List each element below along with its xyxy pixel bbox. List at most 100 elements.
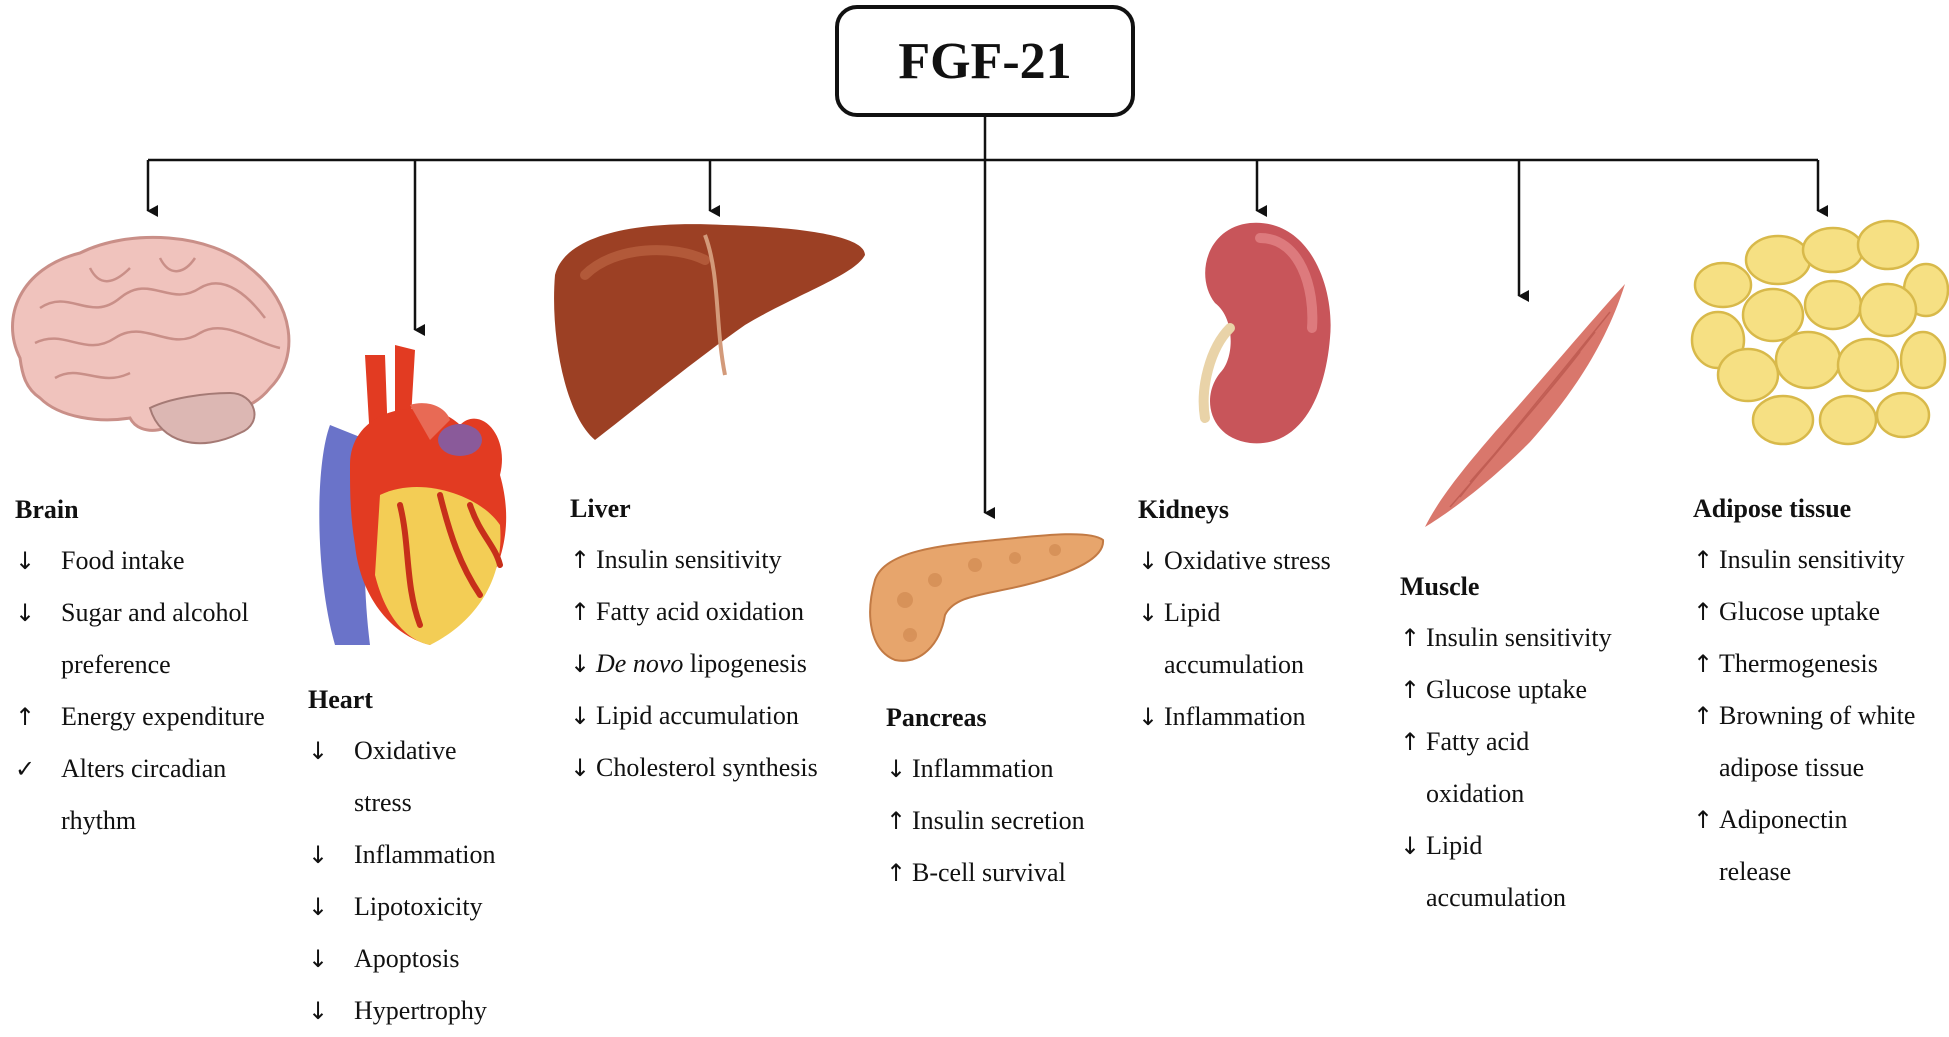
organ-liver: Liver ↑Insulin sensitivity ↑Fatty acid o…: [570, 494, 870, 794]
root-label: FGF-21: [898, 32, 1072, 90]
effect-text: Browning of white adipose tissue: [1719, 701, 1916, 782]
effect-symbol: ↑: [1400, 728, 1421, 756]
pancreas-illustration: [869, 533, 1105, 662]
effect-item: ↑Adiponectin release: [1693, 794, 1943, 898]
organ-title-muscle: Muscle: [1400, 572, 1480, 601]
effect-symbol: ↓: [308, 841, 329, 869]
effect-item: ↓Apoptosis: [308, 933, 538, 985]
organ-adipose: Adipose tissue ↑Insulin sensitivity ↑Glu…: [1693, 494, 1943, 898]
effect-symbol: ↓: [570, 650, 591, 678]
effect-symbol: ↑: [1693, 702, 1714, 730]
organ-title-brain: Brain: [15, 495, 79, 524]
organ-title-liver: Liver: [570, 494, 631, 523]
effect-item: ↑Glucose uptake: [1400, 664, 1640, 716]
effect-list-heart: ↓ Oxidative stress ↓ Inflammation ↓Lipotox…: [308, 725, 538, 1037]
effect-symbol: ↑: [570, 598, 591, 626]
effect-symbol: ↓: [308, 945, 329, 973]
effect-item: ↓Lipotoxicity: [308, 881, 538, 933]
effect-text: Hypertrophy: [354, 996, 487, 1025]
effect-symbol: ↓: [570, 702, 591, 730]
effect-text: Insulin sensitivity: [1426, 623, 1612, 652]
effect-text: Thermogenesis: [1719, 649, 1878, 678]
effect-list-muscle: ↑Insulin sensitivity ↑Glucose uptake ↑Fa…: [1400, 612, 1640, 924]
effect-text: Food intake: [61, 546, 185, 575]
effect-text: Inflammation: [912, 754, 1054, 783]
effect-text: Cholesterol synthesis: [596, 753, 818, 782]
effect-text: Energy expenditure: [61, 702, 265, 731]
effect-symbol: ↑: [570, 546, 591, 574]
organ-muscle: Muscle ↑Insulin sensitivity ↑Glucose upt…: [1400, 572, 1640, 924]
effect-text: Lipid accumulation: [1164, 598, 1305, 679]
effect-symbol: ↓: [886, 755, 907, 783]
liver-illustration: [554, 224, 865, 440]
effect-symbol: ↑: [1400, 676, 1421, 704]
effect-symbol: ✓: [15, 755, 36, 783]
effect-item: ↓Sugar and alcohol preference: [15, 587, 285, 691]
effect-item: ↑Glucose uptake: [1693, 586, 1943, 638]
muscle-illustration: [1425, 284, 1625, 527]
root-node-fgf21: FGF-21: [835, 5, 1135, 117]
effect-text: De novo lipogenesis: [596, 638, 807, 690]
effect-text-italic: De novo: [596, 649, 684, 678]
effect-symbol: ↑: [1400, 624, 1421, 652]
effect-item: ↓Lipid accumulation: [1400, 820, 1640, 924]
effect-text: Fatty acid oxidation: [596, 597, 804, 626]
organ-kidneys: Kidneys ↓Oxidative stress ↓Lipid accumul…: [1138, 495, 1343, 743]
effect-list-liver: ↑Insulin sensitivity ↑Fatty acid oxidati…: [570, 534, 870, 794]
effect-text: Insulin secretion: [912, 806, 1085, 835]
effect-text: Inflammation: [354, 840, 496, 869]
effect-text: Sugar and alcohol preference: [61, 598, 249, 679]
effect-item: ↑Fatty acid oxidation: [1400, 716, 1640, 820]
effect-symbol: ↑: [1693, 650, 1714, 678]
effect-text: Alters circadian rhythm: [61, 754, 227, 835]
effect-symbol: ↑: [1693, 806, 1714, 834]
effect-item: ↓De novo lipogenesis: [570, 638, 870, 690]
effect-item: ↓Cholesterol synthesis: [570, 742, 870, 794]
effect-item: ↓ Oxidative stress: [308, 725, 538, 829]
effect-symbol: ↓: [308, 997, 329, 1025]
effect-text: Glucose uptake: [1426, 675, 1588, 704]
effect-item: ↑Insulin sensitivity: [1693, 534, 1943, 586]
effect-item: ↓Inflammation: [886, 743, 1126, 795]
effect-symbol: ↓: [1138, 703, 1159, 731]
effect-symbol: ↑: [1693, 546, 1714, 574]
organ-pancreas: Pancreas ↓Inflammation ↑Insulin secretio…: [886, 703, 1126, 899]
organ-title-pancreas: Pancreas: [886, 703, 987, 732]
effect-text: Lipid accumulation: [596, 701, 799, 730]
effect-symbol: ↓: [1138, 547, 1159, 575]
organ-brain: Brain ↓Food intake ↓Sugar and alcohol pr…: [15, 495, 285, 847]
effect-symbol: ↓: [308, 893, 329, 921]
effect-item: ↓Lipid accumulation: [1138, 587, 1343, 691]
heart-illustration: [319, 345, 507, 645]
effect-item: ↑Insulin sensitivity: [1400, 612, 1640, 664]
effect-text: Oxidative stress: [354, 736, 457, 817]
brain-illustration: [11, 235, 291, 445]
effect-text: Fatty acid oxidation: [1426, 727, 1530, 808]
effect-text: Glucose uptake: [1719, 597, 1881, 626]
effect-item: ↓Food intake: [15, 535, 285, 587]
effect-item: ↑Fatty acid oxidation: [570, 586, 870, 638]
effect-text: Lipid accumulation: [1426, 831, 1567, 912]
effect-list-brain: ↓Food intake ↓Sugar and alcohol preferen…: [15, 535, 285, 847]
effect-item: ↑Thermogenesis: [1693, 638, 1943, 690]
effect-list-adipose: ↑Insulin sensitivity ↑Glucose uptake ↑Th…: [1693, 534, 1943, 898]
organ-title-adipose: Adipose tissue: [1693, 494, 1852, 523]
effect-text: B-cell survival: [912, 858, 1066, 887]
effect-symbol: ↓: [308, 737, 329, 765]
effect-text-rest: lipogenesis: [683, 649, 807, 678]
kidney-illustration: [1198, 222, 1331, 444]
effect-item: ↑Insulin secretion: [886, 795, 1126, 847]
effect-symbol: ↓: [570, 754, 591, 782]
effect-item: ↓Oxidative stress: [1138, 535, 1343, 587]
organ-title-kidneys: Kidneys: [1138, 495, 1230, 524]
effect-text: Oxidative stress: [1164, 546, 1331, 575]
effect-text: Insulin sensitivity: [596, 545, 782, 574]
effect-item: ↓ Hypertrophy: [308, 985, 538, 1037]
effect-text: Adiponectin release: [1719, 805, 1848, 886]
organ-heart: Heart ↓Oxidative stress ↓Inflammation ↓L…: [308, 685, 538, 1037]
effect-text: Inflammation: [1164, 702, 1306, 731]
effect-item: ↑Browning of white adipose tissue: [1693, 690, 1943, 794]
effect-item: ↑Energy expenditure: [15, 691, 285, 743]
